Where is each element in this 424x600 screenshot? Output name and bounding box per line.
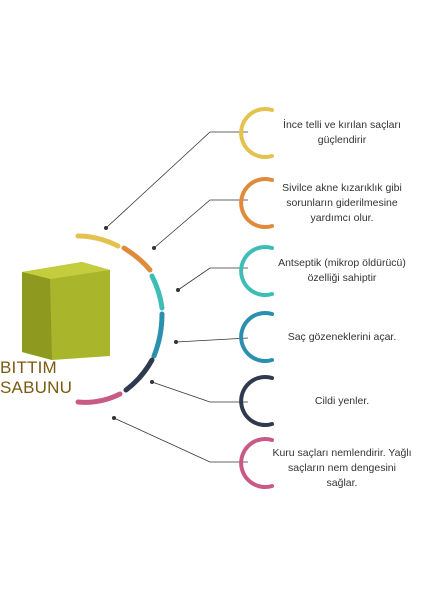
connector-dot-6	[112, 416, 116, 420]
arc-segment-4	[151, 311, 165, 359]
bracket-arc-5	[239, 375, 274, 427]
connector-dot-4	[174, 340, 178, 344]
benefit-label-3: Antseptik (mikrop öldürücü) özelliği sah…	[278, 257, 406, 284]
connector-3	[177, 267, 248, 291]
connector-5	[151, 381, 248, 403]
arc-segment-2	[121, 245, 153, 273]
benefit-label-1: İnce telli ve kırılan saçları güçlendiri…	[283, 119, 401, 146]
bracket-arc-3	[239, 245, 274, 297]
connector-4	[175, 337, 249, 343]
arc-segment-3	[149, 273, 165, 311]
arc-segment-5	[123, 357, 155, 393]
benefit-label-6: Kuru saçları nemlendirir. Yağlı saçların…	[272, 447, 412, 489]
benefit-label-2: Sivilce akne kızarıklık gibi sorunların …	[282, 182, 402, 224]
benefit-label-4: Saç gözeneklerini açar.	[287, 331, 397, 343]
bracket-arc-1	[239, 107, 274, 159]
bracket-arc-2	[239, 177, 274, 229]
connector-dot-3	[176, 288, 180, 292]
connector-2	[153, 199, 248, 249]
bracket-arc-4	[239, 311, 274, 363]
connector-dot-5	[150, 380, 154, 384]
connector-dot-2	[152, 246, 156, 250]
arc-segment-1	[75, 233, 121, 249]
connector-6	[113, 417, 248, 463]
soap-bar-image	[22, 262, 110, 360]
bracket-arc-6	[239, 437, 274, 489]
connector-dot-1	[104, 226, 108, 230]
connector-1	[105, 131, 248, 229]
benefit-label-5: Cildi yenler.	[314, 395, 370, 407]
arc-segment-6	[75, 391, 123, 405]
product-name: BITTIM SABUNU	[0, 358, 73, 397]
